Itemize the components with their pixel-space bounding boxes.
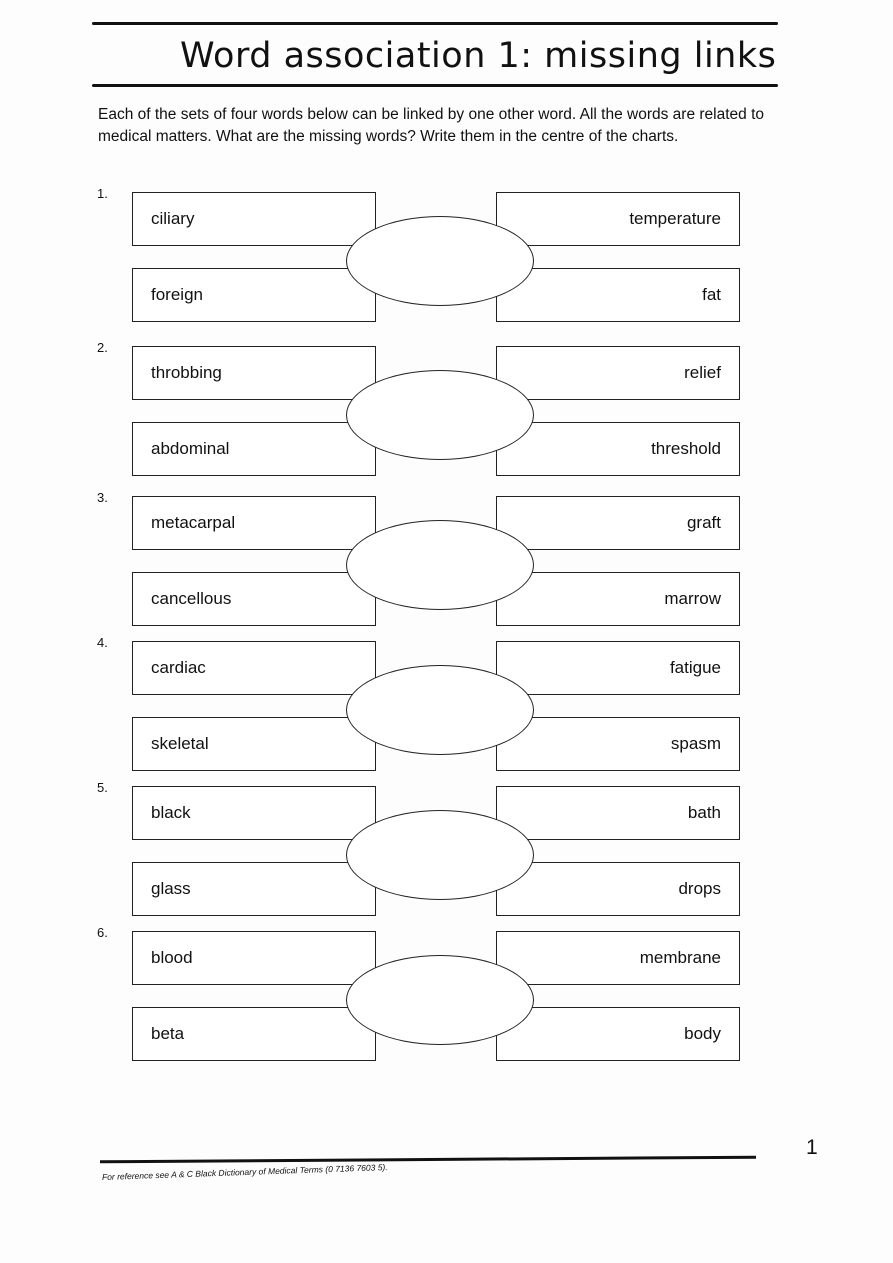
reference-footnote: For reference see A & C Black Dictionary… — [101, 1162, 388, 1182]
word-chart-2: 2. throbbing abdominal relief threshold — [0, 340, 893, 490]
answer-oval[interactable] — [346, 520, 534, 610]
word-box-right-bottom: marrow — [496, 572, 740, 626]
word-box-left-bottom: skeletal — [132, 717, 376, 771]
word-chart-3: 3. metacarpal cancellous graft marrow — [0, 490, 893, 640]
item-number: 2. — [97, 340, 108, 355]
answer-oval[interactable] — [346, 665, 534, 755]
word-box-right-top: temperature — [496, 192, 740, 246]
word-box-left-bottom: glass — [132, 862, 376, 916]
word-box-left-bottom: abdominal — [132, 422, 376, 476]
word-box-left-top: blood — [132, 931, 376, 985]
page-title: Word association 1: missing links — [180, 36, 777, 76]
item-number: 1. — [97, 186, 108, 201]
word-chart-6: 6. blood beta membrane body — [0, 925, 893, 1075]
word-box-left-top: black — [132, 786, 376, 840]
answer-oval[interactable] — [346, 810, 534, 900]
word-box-right-top: relief — [496, 346, 740, 400]
item-number: 6. — [97, 925, 108, 940]
word-box-right-bottom: spasm — [496, 717, 740, 771]
word-box-right-top: bath — [496, 786, 740, 840]
word-box-left-bottom: foreign — [132, 268, 376, 322]
word-box-left-bottom: cancellous — [132, 572, 376, 626]
word-box-left-top: throbbing — [132, 346, 376, 400]
word-chart-5: 5. black glass bath drops — [0, 780, 893, 930]
answer-oval[interactable] — [346, 370, 534, 460]
answer-oval[interactable] — [346, 216, 534, 306]
word-box-right-top: graft — [496, 496, 740, 550]
item-number: 5. — [97, 780, 108, 795]
page-number: 1 — [806, 1136, 818, 1159]
answer-oval[interactable] — [346, 955, 534, 1045]
word-box-right-bottom: drops — [496, 862, 740, 916]
item-number: 3. — [97, 490, 108, 505]
word-box-left-bottom: beta — [132, 1007, 376, 1061]
word-chart-4: 4. cardiac skeletal fatigue spasm — [0, 635, 893, 785]
footer-rule — [99, 1155, 757, 1164]
word-box-right-bottom: fat — [496, 268, 740, 322]
word-box-right-top: fatigue — [496, 641, 740, 695]
word-box-right-top: membrane — [496, 931, 740, 985]
word-box-left-top: metacarpal — [132, 496, 376, 550]
word-box-right-bottom: body — [496, 1007, 740, 1061]
title-underline — [92, 84, 778, 87]
instructions: Each of the sets of four words below can… — [98, 106, 765, 145]
word-box-left-top: cardiac — [132, 641, 376, 695]
word-chart-1: 1. ciliary foreign temperature fat — [0, 186, 893, 336]
item-number: 4. — [97, 635, 108, 650]
word-box-left-top: ciliary — [132, 192, 376, 246]
word-box-right-bottom: threshold — [496, 422, 740, 476]
top-rule — [92, 22, 778, 25]
